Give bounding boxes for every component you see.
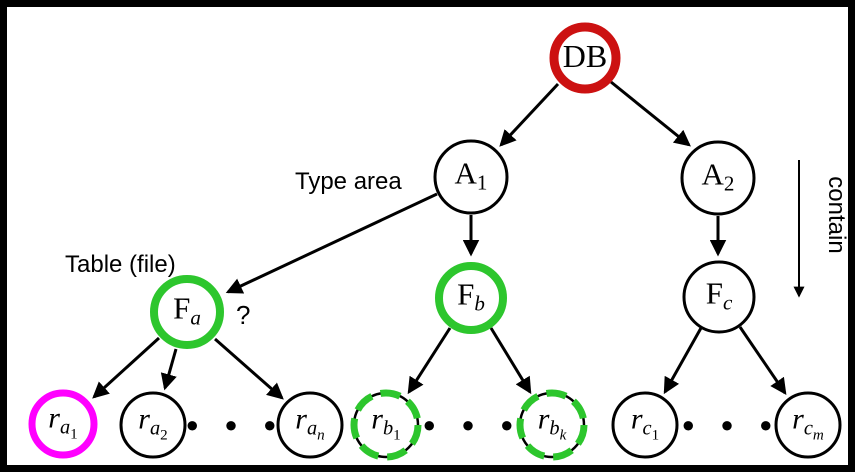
ellipsis-c: ● ● ● bbox=[681, 411, 783, 437]
db-text: DB bbox=[562, 38, 608, 75]
node-fa-label: Fa bbox=[173, 290, 201, 330]
question-mark-label: ? bbox=[236, 300, 251, 330]
node-fb-label: Fb bbox=[457, 276, 485, 316]
node-a2-label: A2 bbox=[701, 156, 735, 196]
edge-db-a1 bbox=[499, 82, 560, 147]
node-fa-circle bbox=[150, 275, 224, 349]
node-ra1-circle bbox=[28, 389, 98, 459]
node-ra2-label: ra2 bbox=[138, 402, 168, 444]
node-ra2-circle bbox=[119, 391, 187, 459]
node-db-label: DB bbox=[563, 38, 607, 75]
node-rbk-dashed-ring bbox=[516, 389, 588, 461]
edge-db-a2 bbox=[610, 80, 691, 147]
node-fc-label: Fc bbox=[705, 275, 733, 315]
node-rcm-circle bbox=[774, 391, 842, 459]
edge-fb-rbk bbox=[489, 327, 532, 395]
ellipsis-b: ● ● ● bbox=[422, 411, 524, 437]
table-file-label: Table (file) bbox=[65, 251, 176, 278]
tree-diagram-svg bbox=[28, 22, 842, 461]
node-rbk-label: rbk bbox=[537, 402, 567, 444]
edge-fa-ran bbox=[214, 337, 284, 400]
edge-fa-ra1 bbox=[92, 336, 161, 399]
edge-a1-fa bbox=[225, 192, 438, 294]
edge-fc-rc1 bbox=[663, 327, 703, 395]
edge-fa-ra2 bbox=[160, 348, 178, 391]
ellipsis-a: ● ● ● bbox=[185, 411, 287, 437]
node-a2-circle bbox=[680, 140, 756, 216]
edge-fb-rb1 bbox=[407, 327, 452, 395]
node-fc-circle bbox=[682, 260, 756, 334]
node-rb1-label: rb1 bbox=[371, 402, 401, 444]
node-rb1-dashed-ring bbox=[350, 389, 422, 461]
node-db-circle bbox=[549, 22, 621, 94]
node-a1-label: A1 bbox=[454, 155, 488, 195]
node-a1-circle bbox=[433, 139, 509, 215]
contain-label: contain bbox=[823, 176, 850, 254]
node-rcm-label: rcm bbox=[792, 402, 824, 444]
node-ran-circle bbox=[276, 391, 344, 459]
type-area-label: Type area bbox=[295, 168, 402, 195]
node-fb-circle bbox=[435, 262, 507, 334]
node-rc1-label: rc1 bbox=[630, 402, 660, 444]
node-ra1-label: ra1 bbox=[48, 401, 78, 443]
node-rc1-circle bbox=[611, 391, 679, 459]
node-ran-label: ran bbox=[295, 402, 325, 444]
edge-fc-rcm bbox=[738, 326, 787, 396]
